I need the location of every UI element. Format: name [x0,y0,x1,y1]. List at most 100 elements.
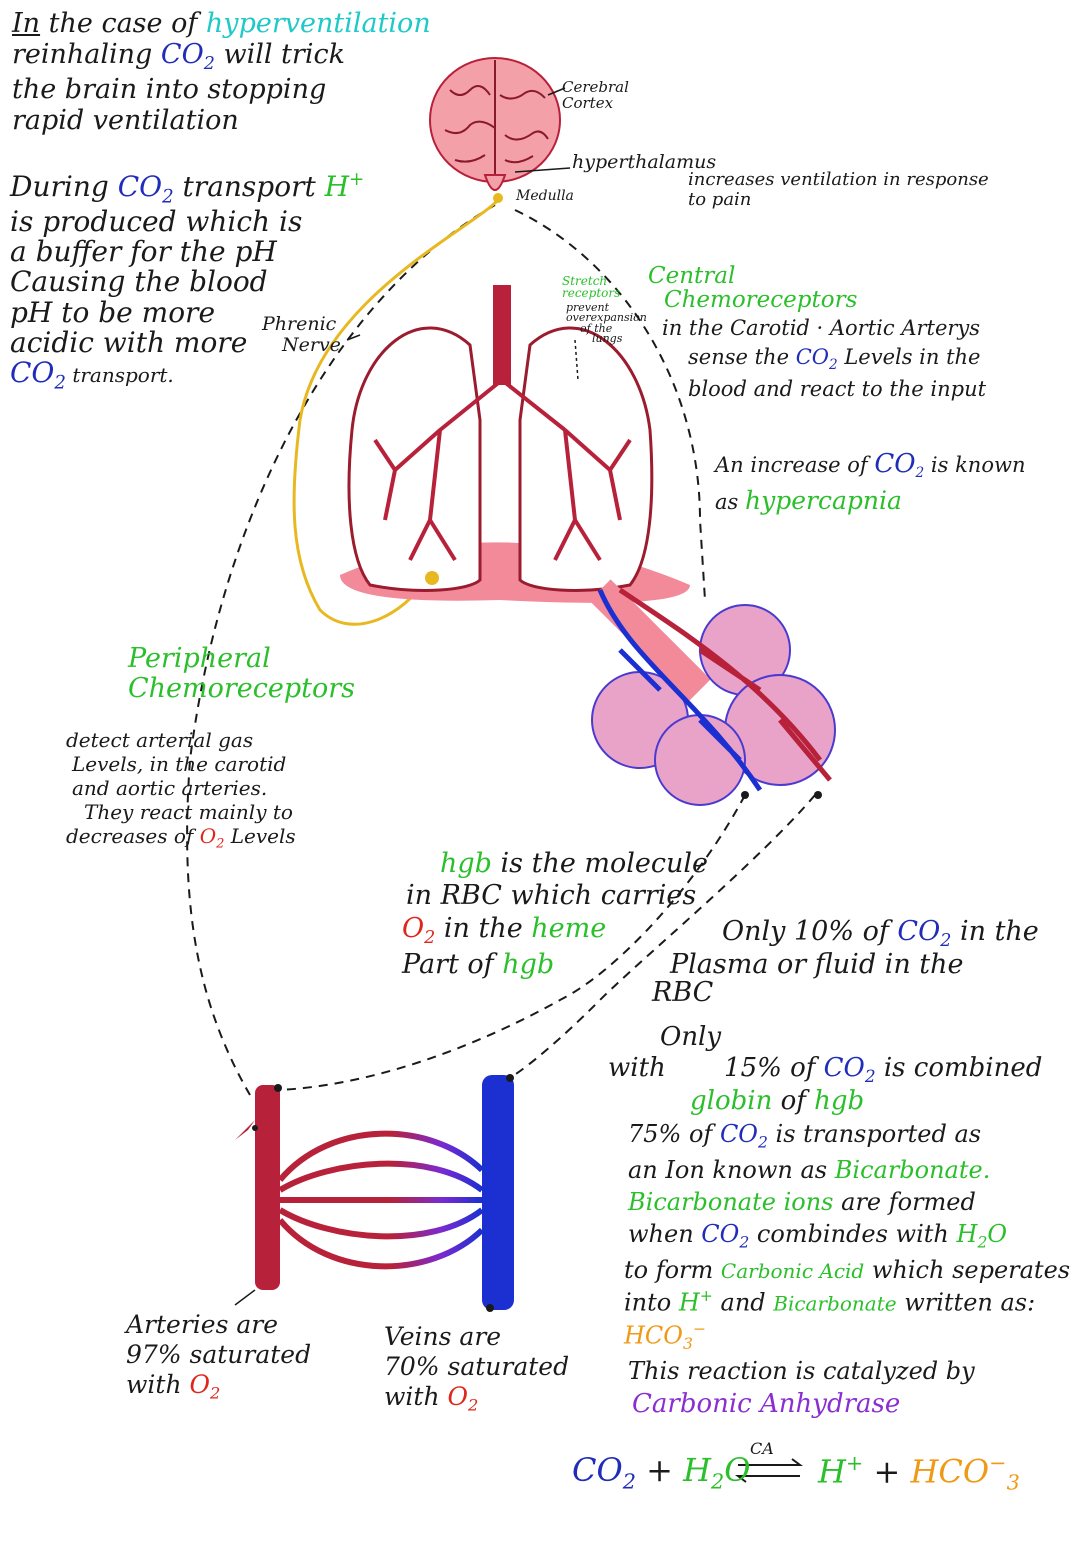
heme-term: heme [531,912,607,944]
rapid-ventilation-text: rapid ventilation [12,105,239,137]
central-chemoreceptors-title: Central Chemoreceptors [648,264,857,312]
catalyst-label: CA [750,1439,774,1458]
peripheral-chemoreceptors-title: Peripheral Chemoreceptors [128,644,355,703]
veins-label: Veins are 70% saturated with O2 [384,1322,569,1415]
eq-water-o: O [724,1451,751,1489]
brainstem-shape [483,174,507,191]
o2-subscript: 2 [210,1383,221,1403]
hypercapnia-note: An increase of CO2 is known as hypercapn… [715,446,1025,518]
o2-subscript: 2 [216,836,225,852]
o2-subscript: 2 [468,1395,479,1415]
levels-in-text: Levels in the [837,345,981,370]
word-in: In [12,8,41,39]
eq-co2-symbol: CO [572,1451,623,1489]
bicarbonate-term: Bicarbonate. [834,1155,991,1184]
arteries-label: Arteries are 97% saturated with O2 [126,1310,311,1403]
produced-text: is produced which is [10,204,303,238]
with-text: with [384,1382,448,1411]
seventy-text: 70% saturated [384,1352,570,1381]
phrenic-nerve-label: Phrenic Nerve [262,314,341,356]
which-seperates-text: which seperates [864,1255,1071,1284]
seventy-five-text: 75% of [628,1120,720,1148]
bicarbonate-term-2: Bicarbonate [773,1291,897,1316]
co2-subscript: 2 [54,372,66,394]
are-formed-text: are formed [833,1187,976,1216]
co2-subscript: 2 [864,1066,876,1087]
levels-text: Levels [224,824,296,848]
bronchial-tree [373,378,632,562]
of-the-text: of the [580,321,613,335]
bicarbonate-formula: HCO [624,1321,683,1350]
peripheral-chemoreceptors-note: detect arterial gas Levels, in the carot… [66,728,296,852]
hypothalamus-pointer [514,167,571,173]
alveoli-node-1 [741,791,749,799]
with-text: with [126,1370,190,1399]
phrenic-nerve [292,198,500,626]
when-text: when [628,1220,702,1249]
and-text: and [712,1288,774,1317]
buffer-text: a buffer for the pH [10,235,277,269]
stretch-receptors-note: prevent overexpansion of the lungs [566,302,647,345]
co2-symbol: CO [874,449,916,479]
is-known-text: is known [924,453,1026,477]
hydrogen-symbol: H [324,169,350,203]
plasma-fluid-text: Plasma or fluid in the [670,948,964,980]
hyperventilation-note: In the case of hyperventilation reinhali… [12,8,431,136]
chemoreceptors-text: Chemoreceptors [128,672,356,704]
co2-subscript: 2 [915,464,925,481]
to-pain-text: to pain [688,188,752,210]
hyperventilation-term: hyperventilation [205,8,431,39]
stretch-receptors-label: Stretch receptors [562,275,620,299]
eq-bicarbonate-subscript: 3 [1006,1470,1020,1495]
reaction-equation-left: CO2 + H2O [572,1452,750,1494]
hgb-term-2: hgb [502,948,555,980]
aortic-arteries-text: and aortic arteries. [72,776,268,800]
hypothalamus-note: increases ventilation in response to pai… [688,170,989,210]
right-lung [518,326,654,592]
dashed-line-alveoli-to-artery [279,794,746,1091]
in-rbc-text: in RBC which carries [406,880,697,912]
co2-symbol: CO [160,39,204,71]
vein-bottom-node [486,1304,494,1312]
pulmonary-vein-branch [597,589,763,792]
hgb-note: hgb is the molecule in RBC which carries… [402,848,708,981]
trachea [493,285,511,385]
an-increase-text: An increase of [715,453,875,477]
plasma-note: Only 10% of CO2 in the Plasma or fluid i… [652,916,1039,1007]
hydrogen-charge: + [349,169,365,190]
co2-symbol: CO [10,356,55,390]
will-trick-text: will trick [214,39,345,71]
peripheral-text: Peripheral [128,643,271,674]
hydrogen-symbol: H [678,1288,700,1317]
co2-subscript: 2 [757,1133,768,1152]
in-the-text: in the [951,916,1039,947]
co2-subscript: 2 [203,54,215,75]
carbonic-anhydrase-term: Carbonic Anhydrase [632,1389,901,1420]
medulla-node [493,193,503,203]
globin-term: globin [690,1086,773,1117]
equilibrium-arrows [735,1458,803,1483]
phrenic-pointer [346,334,361,341]
detect-arterial-text: detect arterial gas [66,728,254,752]
combindes-with-text: combindes with [749,1220,957,1249]
eq-plus-1: + [635,1451,684,1489]
central-text: Central [648,263,736,289]
co2-symbol: CO [897,916,941,947]
co2-transport-note: During CO2 transport H+ is produced whic… [10,170,364,393]
ph-text: pH to be more [10,295,216,329]
artery-node [274,1084,282,1092]
co2-symbol: CO [795,345,829,370]
arteries-are-text: Arteries are [126,1310,279,1339]
catalyzed-by-text: This reaction is catalyzed by [628,1356,975,1385]
bicarbonate-charge: − [692,1319,706,1338]
increases-ventilation-text: increases ventilation in response [688,169,989,190]
water-h-symbol: H [956,1220,978,1249]
is-the-molecule-text: is the molecule [491,848,709,879]
vein-vessel [482,1075,514,1310]
reaction-equation-right: H+ + HCO−3 [818,1451,1020,1496]
levels-carotid-text: Levels, in the carotid [72,752,287,776]
hgb-term: hgb [814,1086,865,1117]
receptors-text: receptors [562,286,621,300]
